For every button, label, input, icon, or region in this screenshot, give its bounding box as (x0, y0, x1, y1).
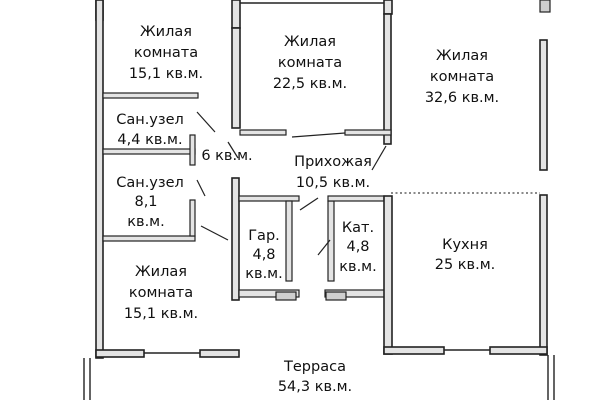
door-bottom-living (200, 225, 229, 241)
room-area-boiler-value: 4,8 (346, 239, 369, 255)
wall-center-right (383, 13, 392, 145)
room-area-kitchen: 25 кв.м. (435, 257, 496, 273)
column-top-right (539, 0, 551, 13)
wall-bath-divider (102, 148, 196, 155)
doors (196, 111, 540, 256)
room-area-hall-small: 6 кв.м. (201, 148, 252, 164)
room-label-boiler: Кат. (342, 220, 374, 236)
wall-center-bottom-right (344, 129, 392, 136)
room-area-boiler-unit: кв.м. (339, 259, 376, 275)
room-label-bathroom-1: Сан.узел (116, 112, 184, 128)
wall-boiler-top (327, 195, 385, 202)
door-center-living (291, 132, 346, 138)
room-label-wardrobe: Гар. (248, 228, 280, 244)
room-label-kitchen: Кухня (442, 237, 488, 253)
room-label-living-top-right-2: комната (430, 69, 494, 85)
room-label-living-top-left: Жилая (140, 24, 192, 40)
room-label-bathroom-2: Сан.узел (116, 175, 184, 191)
wall-bottom-right (383, 346, 445, 355)
room-label-living-top-center-2: комната (278, 55, 342, 71)
wall-wardrobe-right (285, 200, 293, 282)
wall-left-center (231, 27, 241, 129)
room-area-living-top-center: 22,5 кв.м. (273, 76, 347, 92)
room-area-bathroom-2-value: 8,1 (134, 194, 157, 210)
wall-right-upper (539, 39, 548, 171)
door-boiler (317, 239, 331, 256)
room-label-living-bottom-left: Жилая (135, 264, 187, 280)
column-porch-left (275, 291, 297, 301)
room-area-living-bottom-left: 15,1 кв.м. (124, 306, 198, 322)
door-bath2 (196, 179, 206, 197)
room-area-living-top-right: 32,6 кв.м. (425, 90, 499, 106)
wall-tl-bottom (102, 92, 199, 99)
room-label-living-top-center: Жилая (284, 34, 336, 50)
wall-corridor-left (231, 177, 240, 301)
wall-bottom-left2 (199, 349, 240, 358)
room-area-bathroom-1: 4,4 кв.м. (117, 132, 182, 148)
wall-bath2-bottom (102, 235, 196, 242)
room-labels: Жилая комната 15,1 кв.м. Жилая комната 2… (116, 24, 499, 395)
room-label-hallway: Прихожая (294, 154, 372, 170)
column-porch-right (325, 291, 347, 301)
room-area-wardrobe-unit: кв.м. (245, 266, 282, 282)
room-label-terrace: Терраса (283, 359, 346, 375)
door-tl-living (227, 141, 239, 159)
wall-bottom-left (95, 349, 145, 358)
walls (83, 0, 555, 400)
wall-top-mid (231, 0, 241, 29)
wall-top-right (383, 0, 393, 15)
room-area-wardrobe-value: 4,8 (252, 247, 275, 263)
room-label-living-bottom-left-2: комната (129, 285, 193, 301)
room-area-hallway: 10,5 кв.м. (296, 175, 370, 191)
room-area-bathroom-2-unit: кв.м. (127, 214, 164, 230)
room-area-living-top-left: 15,1 кв.м. (129, 66, 203, 82)
door-wardrobe (299, 197, 319, 211)
door-hall-kitchen (371, 145, 387, 171)
wall-kitchen-left (383, 195, 393, 355)
room-area-terrace: 54,3 кв.м. (278, 379, 352, 395)
wall-wardrobe-top (238, 195, 300, 202)
door-bath1 (196, 111, 216, 133)
wall-center-bottom (239, 129, 287, 136)
room-label-living-top-right: Жилая (436, 48, 488, 64)
wall-right-lower (539, 194, 548, 356)
wall-bath1-right (189, 134, 196, 166)
wall-bottom-right2 (489, 346, 548, 355)
wall-wardrobe-bottom (238, 289, 300, 298)
room-label-living-top-left-2: комната (134, 45, 198, 61)
wall-bath2-right (189, 199, 196, 237)
wall-left (95, 0, 104, 359)
